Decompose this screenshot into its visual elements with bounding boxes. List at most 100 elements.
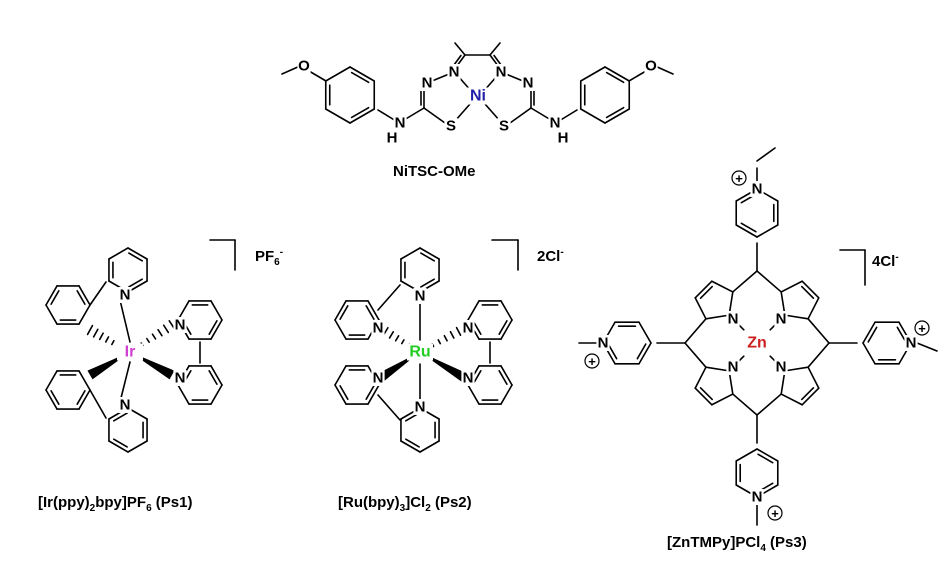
- pyrrole-ring: [694, 280, 713, 299]
- bpy-ring: [500, 300, 513, 321]
- ring-double-bond: [128, 252, 143, 262]
- ru-n-hashed: [449, 330, 455, 339]
- positive-charge-circle: [731, 170, 747, 186]
- bpy-ring: [334, 384, 347, 405]
- label-backdrop: [556, 130, 570, 146]
- phenyl-ring: [45, 370, 58, 391]
- counterion-ps1: PF6-: [255, 247, 284, 268]
- nitrogen-label: N: [395, 115, 406, 132]
- pyrrole-ring: [784, 314, 809, 320]
- ir-c-hashed: [92, 328, 99, 338]
- pyridinium-ring: [735, 224, 758, 238]
- label-backdrop: [726, 359, 740, 375]
- ru-n-hashed: [443, 334, 448, 342]
- phenyl-ring: [45, 389, 58, 410]
- bond: [377, 109, 397, 122]
- meso-bond: [756, 393, 782, 416]
- ru-n-hashed: [455, 326, 462, 337]
- n-methyl-bond: [916, 342, 938, 352]
- aryl-ring-right: [579, 66, 606, 82]
- meso-bond: [807, 342, 830, 368]
- inter-ring-bond: [89, 389, 107, 419]
- pyridine-ring: [108, 247, 129, 260]
- meso-bond: [732, 393, 758, 416]
- nitrogen-label: N: [415, 399, 426, 416]
- pyrrole-ring: [807, 297, 820, 320]
- bpy-ring: [367, 384, 380, 405]
- label-backdrop: [461, 370, 475, 386]
- caption-ps2: [Ru(bpy)3]Cl2 (Ps2): [338, 494, 472, 514]
- bpy-ring: [419, 247, 440, 260]
- ring-double-bond: [757, 453, 774, 464]
- methyl-bond: [489, 42, 501, 56]
- inter-ring-bond: [89, 281, 107, 306]
- label-backdrop: [521, 75, 535, 91]
- aryl-ring-left: [324, 108, 351, 124]
- pyrrole-ring: [711, 393, 734, 406]
- pyrrole-ring: [784, 366, 809, 372]
- label-backdrop: [393, 115, 407, 131]
- nitrogen-label: N: [175, 317, 186, 334]
- meso-bond: [684, 318, 707, 344]
- label-backdrop: [407, 343, 433, 361]
- label-backdrop: [774, 359, 788, 375]
- phenyl-ring: [78, 370, 91, 391]
- label-backdrop: [644, 58, 658, 74]
- bpy-ring: [400, 440, 421, 453]
- sulfur-label: S: [446, 118, 456, 135]
- label-backdrop: [371, 370, 385, 386]
- nitrogen-label: N: [463, 370, 474, 387]
- aryl-ring-left: [349, 66, 376, 82]
- bpy-ring: [210, 384, 223, 405]
- bpy-ring: [467, 384, 480, 405]
- positive-charge-circle: [914, 320, 930, 336]
- ring-double-bond: [498, 370, 508, 385]
- positive-charge-sign: +: [735, 171, 743, 186]
- pyridinium-n-label: N: [906, 335, 917, 352]
- bpy-ring: [334, 300, 347, 321]
- phenyl-ring: [78, 304, 91, 325]
- bpy-ring: [210, 365, 223, 386]
- methoxy-bond: [628, 70, 647, 82]
- meso-bond: [756, 270, 782, 293]
- ir-n-hashed: [146, 337, 150, 344]
- label-backdrop: [497, 118, 511, 134]
- label-backdrop: [465, 87, 491, 105]
- ring-double-bond: [420, 278, 435, 288]
- ring-double-bond: [605, 106, 625, 119]
- ring-double-bond: [405, 438, 420, 448]
- label-backdrop: [118, 287, 132, 303]
- nitrogen-label: N: [415, 288, 426, 305]
- ring-double-bond: [76, 290, 86, 305]
- pyrrole-double-bond: [800, 285, 815, 300]
- ring-double-bond: [76, 390, 86, 405]
- ir-c-hashed: [98, 332, 104, 341]
- ring-double-bond: [498, 320, 508, 335]
- pyridinium-n-label: N: [752, 489, 763, 506]
- ring-double-bond: [208, 370, 218, 385]
- methoxy-bond: [281, 65, 301, 75]
- pyrrole-double-bond: [800, 386, 815, 401]
- bpy-ring: [400, 247, 421, 260]
- meso-bond: [807, 318, 830, 344]
- ring-double-bond: [740, 222, 757, 233]
- nitrogen-label: N: [728, 359, 739, 376]
- ring-double-bond: [350, 71, 370, 84]
- pyridinium-ring: [735, 448, 758, 462]
- phenyl-ring: [78, 285, 91, 306]
- ruthenium-label: Ru: [409, 344, 430, 361]
- ir-n-hashed: [157, 328, 163, 337]
- phenyl-ring: [45, 285, 58, 306]
- label-backdrop: [774, 311, 788, 327]
- label-backdrop: [173, 317, 187, 333]
- ring-double-bond: [113, 438, 128, 448]
- sulfur-label: S: [499, 118, 509, 135]
- ir-n-hashed: [151, 333, 157, 340]
- label-backdrop: [413, 399, 427, 415]
- bpy-ring: [419, 440, 440, 453]
- label-backdrop: [596, 335, 610, 351]
- nitrogen-label: N: [422, 75, 433, 92]
- ring-double-bond: [365, 385, 375, 400]
- pyridine-ring: [127, 440, 148, 453]
